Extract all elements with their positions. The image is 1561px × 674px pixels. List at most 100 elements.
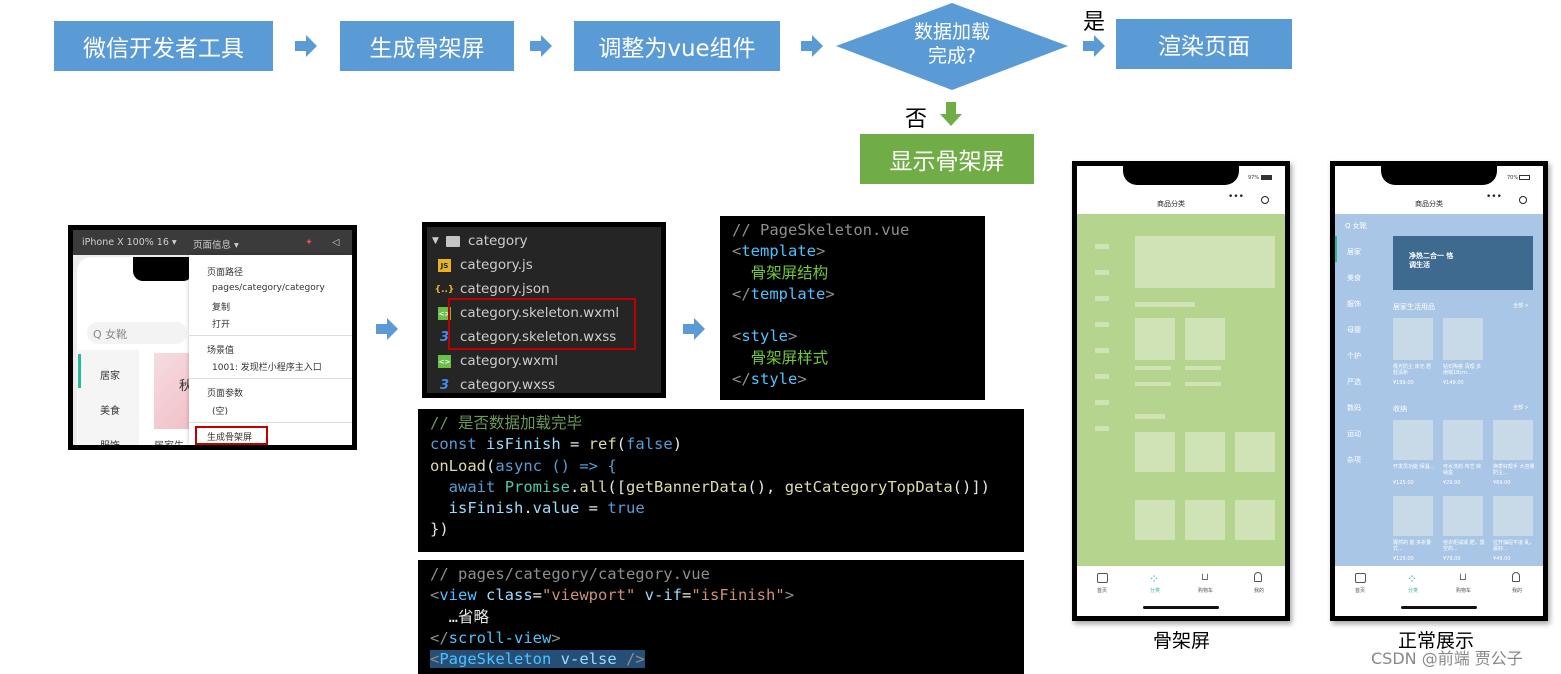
code-punct: /> [617, 650, 645, 668]
nav-title: 商品分类 [1157, 199, 1185, 209]
menu-scene-title: 场景值 [207, 343, 234, 356]
menu-generate-skeleton[interactable]: 生成骨架屏 [207, 430, 252, 443]
section-title: 收纳 [1393, 404, 1407, 414]
sidebar-item[interactable]: 杂项 [1347, 455, 1361, 465]
code-attr: class [477, 586, 533, 604]
tab-category[interactable]: 分类 [1408, 587, 1418, 594]
pin-icon[interactable]: ✦ [305, 237, 313, 248]
sidebar-item[interactable]: 运动 [1347, 429, 1361, 439]
tab-home-icon[interactable] [1097, 573, 1108, 583]
code-keyword: false [626, 435, 673, 453]
tab-category-icon[interactable]: ⁘ [1407, 572, 1417, 586]
devtools-toolbar: iPhone X 100% 16 ▾ 页面信息 ▾ ✦ ◁ [73, 230, 352, 255]
tab-cart-icon[interactable]: ⊔ [1459, 572, 1467, 583]
product-price: ¥125.00 [1393, 480, 1414, 486]
tab-home[interactable]: 首页 [1355, 587, 1365, 594]
code-punct: . [570, 478, 579, 496]
home-indicator [1401, 606, 1477, 609]
file-category-wxss[interactable]: category.wxss [460, 377, 555, 393]
more-icon[interactable]: ••• [1228, 192, 1244, 202]
section-more[interactable]: 全部 > [1513, 404, 1529, 411]
product-image [1443, 318, 1483, 360]
code-string: "viewport" [542, 586, 635, 604]
menu-copy[interactable]: 复制 [212, 300, 230, 313]
file-category-wxml[interactable]: category.wxml [460, 353, 558, 369]
code-string: "isFinish" [691, 586, 784, 604]
sidebar-item[interactable]: 居家 [1347, 247, 1361, 257]
tab-home-icon[interactable] [1355, 573, 1366, 583]
sidebar-item[interactable]: 服饰 [1347, 299, 1361, 309]
menu-open[interactable]: 打开 [212, 317, 230, 330]
code-punct: > [551, 629, 560, 647]
sidebar-item-home[interactable]: 居家 [100, 367, 120, 382]
code-keyword: true [607, 499, 644, 517]
product-price: ¥129.00 [1393, 556, 1414, 562]
file-category-js[interactable]: category.js [460, 257, 533, 273]
sidebar-item[interactable]: 严选 [1347, 377, 1361, 387]
section-more[interactable]: 全部 > [1513, 302, 1529, 309]
code-punct: < [430, 586, 439, 604]
json-file-icon: {..} [438, 283, 451, 296]
arrow-icon[interactable]: ◁ [332, 237, 339, 248]
tab-category-icon[interactable]: ⁘ [1149, 572, 1159, 586]
code-block-page-skeleton: // PageSkeleton.vue <template> 骨架屏结构 </t… [720, 216, 985, 400]
tab-category[interactable]: 分类 [1150, 587, 1160, 594]
arrow-right-icon [801, 35, 823, 57]
menu-path-title: 页面路径 [207, 265, 243, 278]
sidebar-item[interactable]: 数码 [1347, 403, 1361, 413]
menu-path-value: pages/category/category [212, 283, 325, 293]
tab-cart-icon[interactable]: ⊔ [1201, 572, 1209, 583]
more-icon[interactable]: ••• [1486, 192, 1502, 202]
device-selector[interactable]: iPhone X 100% 16 ▾ [82, 237, 177, 248]
arrow-right-icon [295, 35, 317, 57]
product-image [1393, 496, 1433, 536]
sidebar-item[interactable]: 个护 [1347, 351, 1361, 361]
code-punct: . [523, 499, 532, 517]
js-file-icon: JS [438, 259, 451, 272]
capsule-close-icon[interactable] [1261, 196, 1269, 204]
sidebar-item-food[interactable]: 美食 [100, 402, 120, 417]
tab-me[interactable]: 我的 [1512, 587, 1522, 594]
phone-notch [1381, 166, 1497, 185]
code-punct: (), [747, 478, 784, 496]
code-text: 骨架屏样式 [732, 349, 828, 367]
tab-cart[interactable]: 购物车 [1198, 587, 1213, 594]
wxss-file-icon: 3 [438, 379, 451, 392]
code-function: all [579, 478, 607, 496]
product-name: 开发员功能 保温... [1393, 464, 1435, 470]
devtools-phone-notch [133, 257, 193, 281]
code-punct: > [825, 285, 834, 303]
tab-me-icon[interactable] [1512, 572, 1520, 582]
file-category-json[interactable]: category.json [460, 281, 550, 297]
page-info-menu[interactable]: 页面信息 ▾ [193, 237, 239, 251]
product-name: 换季好帮手 大容量防尘... [1493, 464, 1535, 476]
folder-chevron-icon[interactable]: ▼ [432, 236, 439, 246]
arrow-right-icon [1083, 35, 1105, 57]
flow-decision-label: 数据加载 完成? [890, 20, 1014, 68]
code-function: onLoad [430, 457, 486, 475]
sidebar-item-clothes[interactable]: 服饰 [100, 437, 120, 445]
folder-name[interactable]: category [468, 233, 528, 249]
code-comment: // 是否数据加载完毕 [430, 414, 582, 432]
tab-cart[interactable]: 购物车 [1456, 587, 1471, 594]
code-punct: > [816, 242, 825, 260]
tab-me[interactable]: 我的 [1254, 587, 1264, 594]
code-punct: </ [732, 370, 751, 388]
product-image [1443, 496, 1483, 536]
tab-me-icon[interactable] [1254, 572, 1262, 582]
capsule-close-icon[interactable] [1519, 196, 1527, 204]
flow-no-label: 否 [905, 101, 927, 133]
code-punct: > [788, 327, 797, 345]
product-price: ¥29.90 [1443, 480, 1461, 486]
phone-notch [1123, 166, 1239, 185]
product-price: ¥199.00 [1393, 380, 1414, 386]
tab-home[interactable]: 首页 [1097, 587, 1107, 594]
sidebar-item[interactable]: 母婴 [1347, 325, 1361, 335]
code-type: Promise [505, 478, 570, 496]
code-block-is-finish: // 是否数据加载完毕 const isFinish = ref(false) … [418, 409, 1024, 552]
code-punct: = [682, 586, 691, 604]
sidebar-item[interactable]: 美食 [1347, 273, 1361, 283]
code-attr: v-else [551, 650, 616, 668]
code-keyword: await [449, 478, 496, 496]
menu-params-title: 页面参数 [207, 386, 243, 399]
